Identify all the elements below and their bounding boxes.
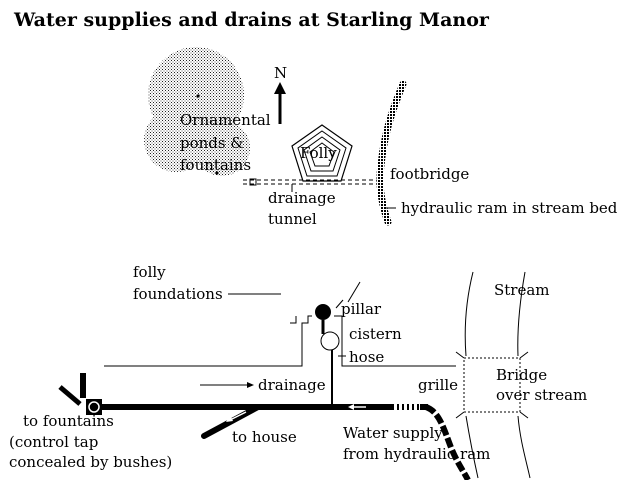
fountains-label: to fountains (control tap concealed by b… bbox=[9, 412, 172, 471]
stream-bank-right bbox=[517, 271, 531, 479]
pillar-label: pillar bbox=[341, 300, 382, 318]
stream-plan bbox=[376, 80, 407, 226]
drainage-label: drainage bbox=[258, 376, 326, 394]
folly-label: Folly bbox=[300, 144, 337, 162]
ram-label: hydraulic ram in stream bed bbox=[401, 199, 618, 217]
folly-icon bbox=[291, 124, 353, 182]
north-label: N bbox=[274, 64, 287, 82]
foundations-label: folly foundations bbox=[133, 263, 223, 303]
house-label: to house bbox=[232, 428, 297, 446]
folly-foundations bbox=[104, 315, 456, 367]
stream-bank-left bbox=[464, 271, 479, 479]
supply-label: Water supply from hydraulic ram bbox=[343, 424, 490, 463]
drainage-tunnel-plan bbox=[243, 178, 380, 192]
cistern-label: cistern bbox=[349, 325, 402, 343]
house-branch bbox=[201, 404, 261, 439]
cistern-icon bbox=[320, 331, 340, 351]
hose-label: hose bbox=[349, 348, 384, 366]
ornamental-ponds bbox=[144, 47, 250, 176]
bridge-label: Bridge over stream bbox=[496, 366, 587, 404]
control-tap-icon bbox=[58, 373, 102, 415]
tunnel-label: drainage tunnel bbox=[268, 189, 340, 228]
grille-label: grille bbox=[418, 376, 458, 394]
bridge bbox=[463, 357, 521, 413]
supply-pipe bbox=[424, 404, 471, 480]
stream-label: Stream bbox=[494, 281, 550, 299]
north-arrow-icon bbox=[274, 82, 286, 124]
diagram-title: Water supplies and drains at Starling Ma… bbox=[13, 9, 490, 31]
pillar-icon bbox=[315, 304, 331, 334]
ponds-label: Ornamental ponds & fountains bbox=[180, 111, 275, 174]
footbridge-label: footbridge bbox=[390, 165, 469, 183]
